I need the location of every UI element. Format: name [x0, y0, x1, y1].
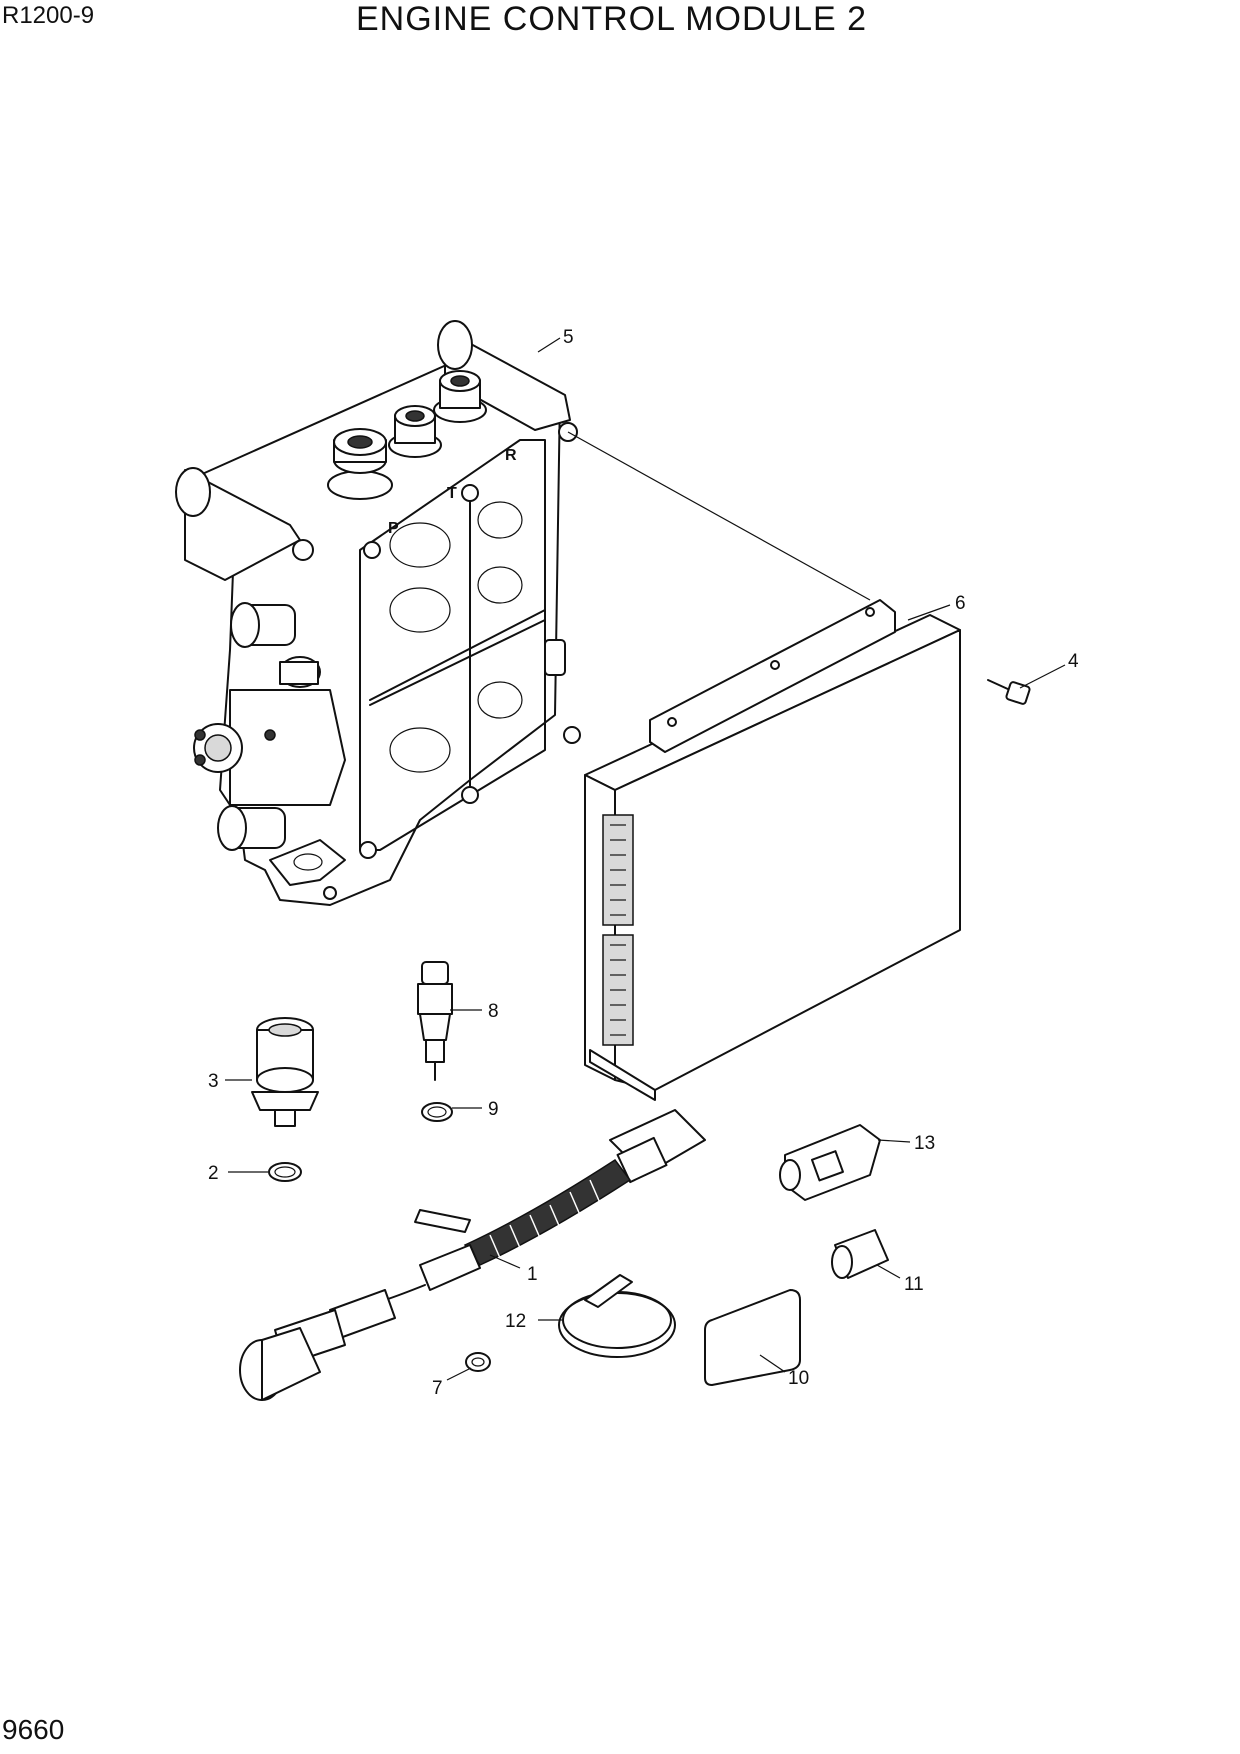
callout-2: 2 — [208, 1163, 219, 1184]
port-label-p: P — [388, 520, 399, 537]
connector-cap — [831, 1229, 889, 1279]
page-title: ENGINE CONTROL MODULE 2 — [356, 0, 868, 38]
callout-7: 7 — [432, 1378, 443, 1399]
washer-temp-sensor — [421, 1102, 453, 1122]
callout-13: 13 — [914, 1133, 935, 1154]
callout-4: 4 — [1068, 651, 1079, 672]
model-code: R1200-9 — [2, 2, 95, 29]
engine-control-module — [584, 599, 961, 1101]
temperature-sensor — [417, 961, 453, 1081]
callout-12: 12 — [505, 1311, 526, 1332]
callout-10: 10 — [788, 1368, 809, 1389]
callout-11: 11 — [904, 1274, 924, 1295]
hose-clamp — [558, 1274, 676, 1358]
o-ring-sensor — [268, 1162, 302, 1182]
label-plate — [704, 1289, 801, 1386]
port-label-t: T — [447, 485, 457, 502]
port-label-r: R — [505, 447, 517, 464]
callout-3: 3 — [208, 1071, 219, 1092]
leader-lines — [225, 337, 1066, 1381]
callout-6: 6 — [955, 593, 966, 614]
valve-manifold — [175, 320, 581, 906]
callout-1: 1 — [527, 1264, 538, 1285]
connector-plug — [779, 1124, 881, 1201]
bolt — [987, 679, 1031, 705]
callout-8: 8 — [488, 1001, 499, 1022]
pressure-sensor — [251, 1017, 319, 1127]
callout-9: 9 — [488, 1099, 499, 1120]
seal-ring — [465, 1352, 491, 1372]
oxygen-sensor-harness — [239, 1109, 706, 1401]
page-number: 9660 — [2, 1714, 65, 1745]
callout-5: 5 — [563, 327, 574, 348]
